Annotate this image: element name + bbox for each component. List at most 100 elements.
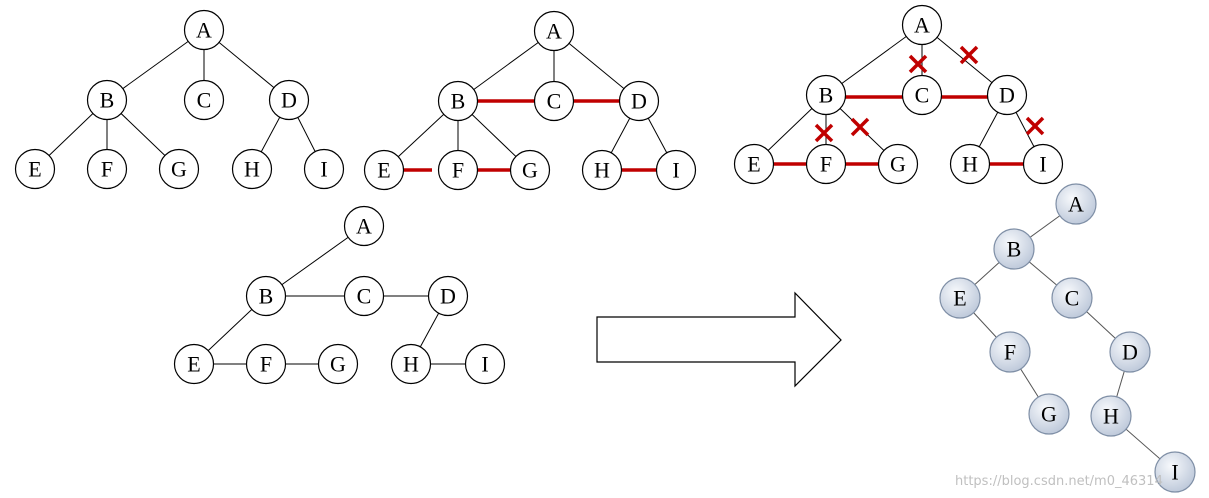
node-label: I (1039, 152, 1046, 177)
tree-node-e: E (173, 343, 215, 385)
node-label: H (962, 152, 978, 177)
node-label: I (672, 158, 679, 183)
binary-tree: A B E C F D G H I (939, 183, 1196, 493)
node-label: G (330, 352, 346, 377)
node-label: G (1041, 402, 1057, 427)
tree-node-c: C (343, 275, 385, 317)
tree-node-a: A (533, 10, 575, 52)
tree-node-g: G (158, 148, 200, 190)
node-label: C (1065, 286, 1080, 311)
watermark: https://blog.csdn.net/m0_46314 (955, 474, 1163, 489)
removed-edge-marker (814, 123, 834, 143)
node-label: G (171, 157, 187, 182)
tree-node-f: F (245, 343, 287, 385)
tree-node-d: D (268, 79, 310, 121)
node-label: E (953, 286, 966, 311)
tree-node-i: I (303, 148, 345, 190)
node-label: H (594, 158, 610, 183)
node-label: D (440, 284, 456, 309)
node-label: A (914, 13, 930, 38)
tree-node-e: E (363, 149, 405, 191)
tree-node-d: D (986, 74, 1028, 116)
node-label: E (747, 152, 760, 177)
tree-node-g: G (877, 143, 919, 185)
tree-node-e: E (733, 143, 775, 185)
tree-node-b: B (245, 275, 287, 317)
node-label: H (403, 352, 419, 377)
tree-node-h: H (231, 148, 273, 190)
removed-edge-marker (1025, 116, 1045, 136)
node-label: F (260, 352, 272, 377)
node-label: I (1171, 460, 1178, 485)
node-label: D (281, 88, 297, 113)
tree-node-c: C (183, 79, 225, 121)
node-label: D (999, 83, 1015, 108)
node-label: C (547, 89, 562, 114)
tree-node-f: F (86, 148, 128, 190)
binary-node-h: H (1090, 395, 1132, 437)
node-label: C (197, 88, 212, 113)
original-tree: A B C D E F G H I (14, 9, 345, 190)
removed-edge-marker (959, 45, 979, 65)
node-label: C (357, 284, 372, 309)
tree-node-e: E (14, 148, 56, 190)
binary-node-g: G (1028, 393, 1070, 435)
tree-node-b: B (86, 79, 128, 121)
tree-node-g: G (317, 343, 359, 385)
binary-node-b: B (993, 228, 1035, 270)
node-label: C (915, 83, 930, 108)
node-label: D (631, 89, 647, 114)
tree-node-b: B (437, 80, 479, 122)
binary-node-d: D (1109, 331, 1151, 373)
binary-node-i: I (1154, 451, 1196, 493)
node-label: A (356, 214, 372, 239)
removed-edge-marker (850, 117, 870, 137)
node-label: I (320, 157, 327, 182)
tree-node-b: B (805, 74, 847, 116)
removed-edge-marker (908, 54, 928, 74)
node-label: G (522, 158, 538, 183)
binary-node-c: C (1051, 277, 1093, 319)
node-label: B (259, 284, 274, 309)
tree-node-i: I (655, 149, 697, 191)
tree-node-i: I (464, 343, 506, 385)
tree-node-a: A (183, 9, 225, 51)
node-label: B (100, 88, 115, 113)
node-label: F (101, 157, 113, 182)
sibling-links-tree: A B C D E F G H I (363, 10, 697, 191)
node-label: E (377, 158, 390, 183)
tree-node-c: C (533, 80, 575, 122)
node-label: G (890, 152, 906, 177)
node-label: H (244, 157, 260, 182)
tree-node-h: H (390, 343, 432, 385)
tree-node-g: G (509, 149, 551, 191)
node-label: D (1122, 340, 1138, 365)
node-label: E (187, 352, 200, 377)
node-label: A (546, 19, 562, 44)
resulting-tree: A B C D E F G H I (173, 205, 506, 385)
binary-node-f: F (989, 331, 1031, 373)
node-label: B (451, 89, 466, 114)
node-label: B (819, 83, 834, 108)
node-label: F (452, 158, 464, 183)
tree-node-i: I (1022, 143, 1064, 185)
tree-node-d: D (618, 80, 660, 122)
tree-node-f: F (437, 149, 479, 191)
binary-node-a: A (1055, 183, 1097, 225)
node-label: F (1004, 340, 1016, 365)
binary-node-e: E (939, 277, 981, 319)
node-label: A (1068, 192, 1084, 217)
tree-node-h: H (581, 149, 623, 191)
tree-node-a: A (901, 4, 943, 46)
node-label: A (196, 18, 212, 43)
node-label: I (481, 352, 488, 377)
tree-node-a: A (343, 205, 385, 247)
tree-node-h: H (949, 143, 991, 185)
tree-node-f: F (805, 143, 847, 185)
node-label: E (28, 157, 41, 182)
edges-removed-tree: A B C D E F G H I (733, 4, 1064, 185)
node-label: F (820, 152, 832, 177)
node-label: H (1103, 404, 1119, 429)
tree-node-c: C (901, 74, 943, 116)
